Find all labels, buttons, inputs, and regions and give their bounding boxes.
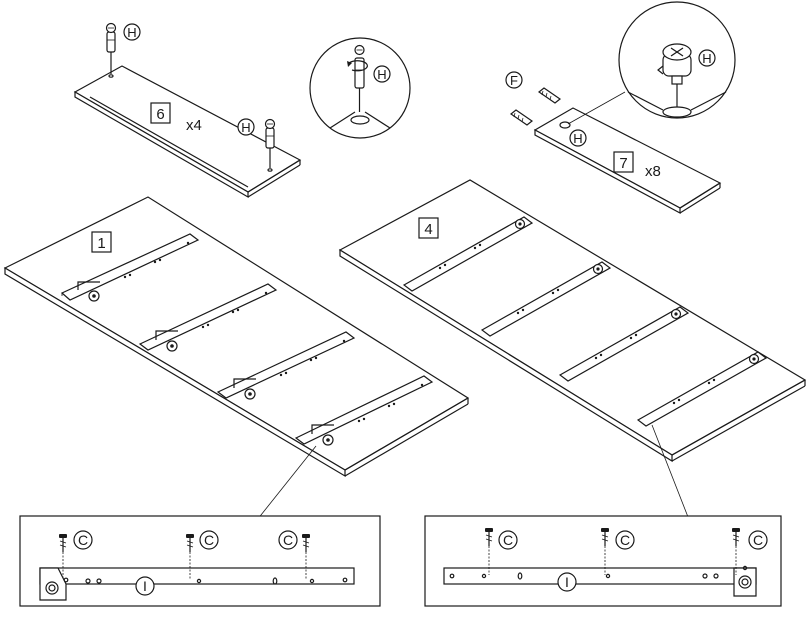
cam-lock-zoom-detail: H (567, 1, 736, 125)
rail-profile (443, 567, 757, 585)
cam-hole (559, 121, 571, 129)
screw (601, 528, 609, 575)
callout-letter: C (204, 532, 214, 548)
callout-letter: H (377, 67, 386, 82)
hardware-callout-h: H (373, 65, 391, 83)
callout-letter: F (510, 73, 518, 88)
callout-letter: H (702, 51, 711, 66)
dowel-callout-f: F (505, 71, 523, 89)
hardware-callout-h: H (698, 49, 716, 67)
part-quantity: x4 (186, 117, 202, 134)
part-number: 7 (619, 155, 627, 172)
part-number-box (150, 102, 171, 124)
panel-1-assembly: 1 (3, 196, 470, 521)
part-number: 1 (97, 235, 105, 252)
dowel (509, 109, 534, 126)
drawer-rail (636, 351, 768, 427)
callout-letter: I (143, 578, 147, 594)
detail-frame (19, 515, 381, 607)
cam-bolt-zoom-detail: H (309, 37, 411, 139)
screw (59, 534, 67, 580)
drawer-rail (480, 261, 612, 337)
screw-callout-c: C (199, 530, 219, 550)
drawer-rail (402, 216, 534, 292)
dowel (537, 87, 562, 104)
part-number-box (91, 231, 112, 253)
part-number-box (418, 217, 439, 239)
hardware-callout-h: H (237, 118, 255, 136)
callout-letter: H (127, 25, 136, 40)
cam-bolt (264, 118, 276, 172)
detail-leader-line (651, 424, 689, 518)
screw-callout-c: C (748, 530, 768, 550)
callout-letter: I (565, 574, 569, 590)
callout-letter: H (241, 120, 250, 135)
drawer-rail (216, 331, 356, 400)
screw (732, 528, 740, 575)
callout-letter: C (753, 532, 763, 548)
rail-detail-left: C C C I (19, 515, 381, 607)
screw (485, 528, 493, 575)
callout-letter: C (78, 532, 88, 548)
part-number: 4 (424, 221, 432, 238)
cam-callout-h: H (569, 129, 587, 147)
panel-4-assembly: 4 (338, 179, 807, 518)
part-number: 6 (156, 106, 164, 123)
part-quantity: x8 (645, 163, 661, 180)
rail-detail-right: C C C I (424, 515, 782, 607)
screw-callout-c: C (498, 530, 518, 550)
callout-letter: C (503, 532, 513, 548)
drawer-rail (558, 306, 690, 382)
callout-letter: H (573, 131, 582, 146)
cam-bolt (105, 22, 117, 78)
screw-callout-c: C (615, 530, 635, 550)
drawer-rail (294, 375, 434, 446)
panel-7-assembly: F H 7 x8 H (505, 1, 736, 215)
rail-callout-i: I (557, 572, 577, 592)
callout-letter: C (620, 532, 630, 548)
panel-6-assembly: H H 6 x4 (73, 22, 411, 199)
screw-callout-c: C (278, 530, 298, 550)
screw (186, 534, 194, 580)
detail-leader-line (256, 445, 317, 521)
part-number-box (613, 151, 634, 173)
hardware-callout-h: H (123, 23, 141, 41)
rail-callout-i: I (135, 576, 155, 596)
drawer-rail (60, 233, 200, 302)
drawer-rail (138, 283, 278, 352)
screw (302, 534, 310, 580)
callout-letter: C (283, 532, 293, 548)
screw-callout-c: C (73, 530, 93, 550)
